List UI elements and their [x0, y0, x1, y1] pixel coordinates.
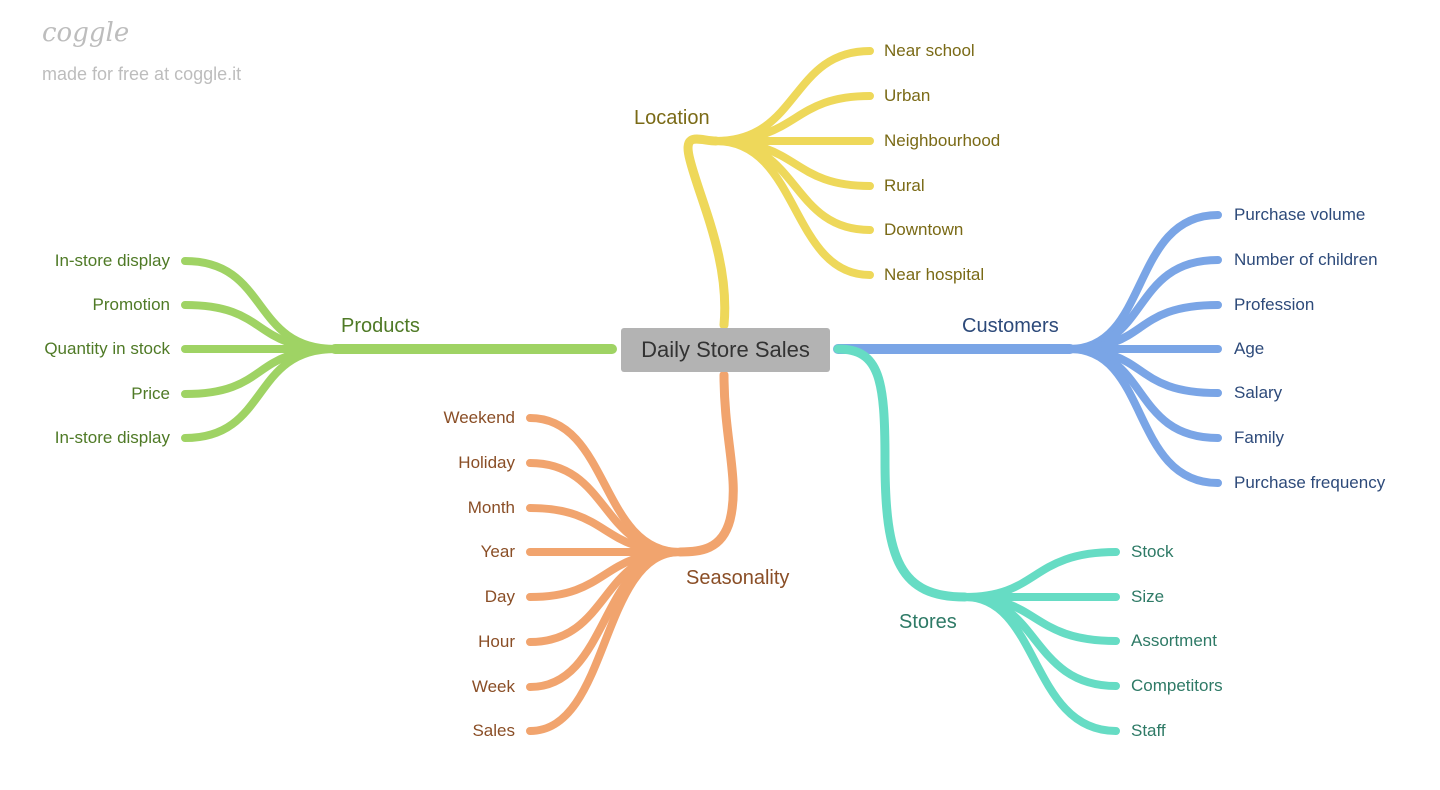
stores-child-1[interactable]: Stock	[1131, 542, 1174, 561]
seasonality-branch-label[interactable]: Seasonality	[686, 567, 790, 589]
customers-link	[1066, 345, 1222, 487]
products-child-4[interactable]: Price	[131, 384, 170, 403]
products-child-5[interactable]: In-store display	[54, 428, 170, 447]
stores-child-5[interactable]: Staff	[1131, 721, 1166, 740]
customers-child-5[interactable]: Salary	[1234, 383, 1283, 402]
seasonality-child-8[interactable]: Sales	[472, 721, 515, 740]
location-child-1[interactable]: Near school	[884, 41, 975, 60]
location-child-2[interactable]: Urban	[884, 86, 931, 105]
products-branch-label[interactable]: Products	[341, 315, 420, 337]
seasonality-child-7[interactable]: Week	[471, 677, 515, 696]
customers-child-3[interactable]: Profession	[1234, 295, 1315, 314]
location-branch-label[interactable]: Location	[634, 107, 710, 129]
seasonality-child-4[interactable]: Year	[480, 542, 515, 561]
customers-child-7[interactable]: Purchase frequency	[1234, 473, 1386, 492]
stores-child-3[interactable]: Assortment	[1131, 631, 1217, 650]
location-link	[712, 137, 874, 279]
stores-child-2[interactable]: Size	[1131, 587, 1165, 606]
seasonality-trunk	[675, 370, 738, 557]
branch-links	[181, 47, 1222, 735]
stores-child-4[interactable]: Competitors	[1131, 676, 1223, 695]
customers-child-2[interactable]: Number of children	[1234, 250, 1378, 269]
central-topic-label: Daily Store Sales	[641, 337, 810, 362]
customers-branch-label[interactable]: Customers	[962, 315, 1059, 337]
stores-link	[961, 593, 1120, 735]
seasonality-child-1[interactable]: Weekend	[443, 408, 515, 427]
products-child-2[interactable]: Promotion	[92, 295, 170, 314]
products-child-1[interactable]: In-store display	[54, 251, 170, 270]
location-child-4[interactable]: Rural	[884, 176, 925, 195]
stores-branch-label[interactable]: Stores	[899, 611, 957, 633]
products-child-3[interactable]: Quantity in stock	[44, 339, 170, 358]
location-trunk	[683, 134, 730, 330]
central-topic-node[interactable]: Daily Store Sales	[621, 328, 830, 372]
stores-trunk	[833, 344, 970, 602]
seasonality-link	[526, 548, 684, 735]
coggle-logo: coggle	[42, 18, 130, 48]
seasonality-child-6[interactable]: Hour	[478, 632, 515, 651]
location-child-6[interactable]: Near hospital	[884, 265, 985, 284]
customers-child-6[interactable]: Family	[1234, 428, 1285, 447]
location-child-5[interactable]: Downtown	[884, 220, 964, 239]
seasonality-child-2[interactable]: Holiday	[458, 453, 515, 472]
products-link	[181, 345, 339, 442]
location-child-3[interactable]: Neighbourhood	[884, 131, 1001, 150]
seasonality-child-5[interactable]: Day	[484, 587, 515, 606]
customers-child-4[interactable]: Age	[1234, 339, 1265, 358]
seasonality-child-3[interactable]: Month	[467, 498, 515, 517]
customers-child-1[interactable]: Purchase volume	[1234, 205, 1366, 224]
made-for-free-link[interactable]: made for free at coggle.it	[42, 64, 242, 84]
stores-link	[961, 548, 1120, 601]
